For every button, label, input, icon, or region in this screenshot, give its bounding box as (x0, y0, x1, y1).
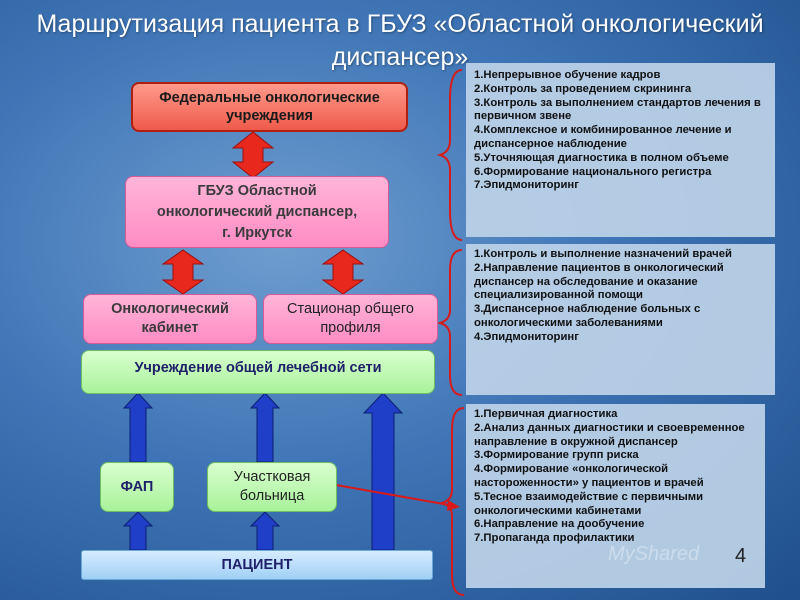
bracket-panel-1 (436, 69, 463, 241)
red-pointer-arrow (335, 484, 460, 511)
panel-1-item: 4.Комплексное и комбинированное лечение … (474, 124, 732, 150)
panel-1-item: 3.Контроль за выполнением стандартов леч… (474, 96, 761, 123)
bracket-panel-3 (438, 407, 465, 596)
blue-arrow-patient-to-network (362, 392, 404, 551)
panel-3-item: 1.Первичная диагностика (474, 408, 618, 420)
panel-2-item: 4.Эпидмониторинг (474, 330, 579, 343)
oncology-cabinet-box: Онкологический кабинет (83, 294, 257, 344)
double-arrow-gbuz-cabinet (161, 249, 205, 295)
panel-1-item: 2.Контроль за проведением скрининга (474, 82, 692, 95)
blue-arrow-patient-to-district (249, 511, 281, 551)
panel-1-item: 6.Формирование национального регистра (474, 165, 712, 178)
double-arrow-gbuz-hospital (321, 249, 365, 295)
panel-3-item: 7.Пропаганда профилактики (474, 532, 635, 545)
panel-3-item: 4.Формирование «онкологической настороже… (474, 463, 704, 489)
federal-institutions-box: Федеральные онкологические учреждения (131, 82, 408, 132)
panel-primary-duties: 1.Первичная диагностика 2.Анализ данных … (466, 404, 765, 588)
panel-1-item: 1.Непрерывное обучение кадров (474, 69, 661, 81)
panel-3-item: 5.Тесное взаимодействие с первичными онк… (474, 490, 704, 517)
district-hospital-box: Участковая больница (207, 462, 337, 512)
general-hospital-box: Стационар общего профиля (263, 294, 438, 344)
watermark: MyShared (608, 543, 700, 565)
panel-2-item: 3.Диспансерное наблюдение больных с онко… (474, 303, 701, 329)
panel-2-item: 1.Контроль и выполнение назначений враче… (474, 248, 732, 260)
page-title: Маршрутизация пациента в ГБУЗ «Областной… (36, 10, 764, 71)
panel-2-item: 2.Направление пациентов в онкологический… (474, 261, 724, 302)
general-network-box: Учреждение общей лечебной сети (81, 350, 435, 394)
bracket-panel-2 (436, 249, 463, 396)
panel-3-item: 6.Направление на дообучение (474, 518, 645, 531)
page-number: 4 (735, 545, 747, 567)
panel-federal-duties: 1.Непрерывное обучение кадров 2.Контроль… (466, 63, 775, 237)
panel-1-item: 7.Эпидмониторинг (474, 179, 579, 192)
panel-1-item: 5.Уточняющая диагностика в полном объеме (474, 151, 729, 164)
gbuz-dispensary-box: ГБУЗ Областной онкологический диспансер,… (125, 176, 389, 248)
panel-3-item: 3.Формирование групп риска (474, 449, 639, 462)
fap-box: ФАП (100, 462, 174, 512)
panel-cabinet-duties: 1.Контроль и выполнение назначений враче… (466, 244, 775, 395)
blue-arrow-fap-to-network (122, 392, 154, 463)
patient-box: ПАЦИЕНТ (81, 550, 433, 580)
double-arrow-federal-gbuz (231, 131, 275, 179)
blue-arrow-patient-to-fap (122, 511, 154, 551)
panel-3-item: 2.Анализ данных диагностики и своевремен… (474, 421, 745, 448)
blue-arrow-district-to-network (249, 392, 281, 463)
